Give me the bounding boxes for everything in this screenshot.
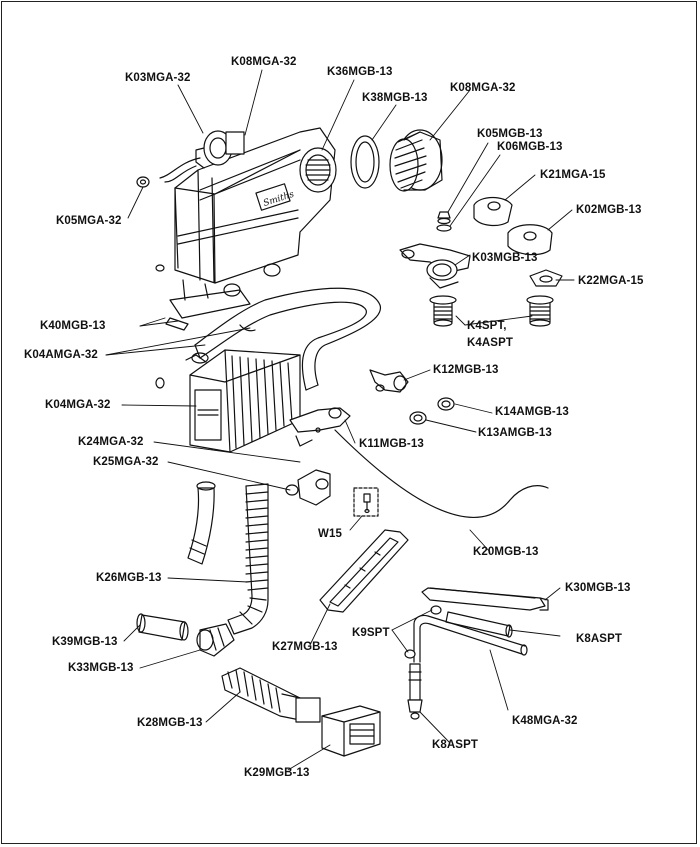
seal-ring-part [350,135,380,189]
label-k02mgb-13: K02MGB-13 [576,204,642,216]
hose-clip-part [404,605,442,659]
elbow-part [196,623,235,657]
screw-part [353,487,379,517]
label-k40mgb-13: K40MGB-13 [40,320,106,332]
label-k29mgb-13: K29MGB-13 [244,767,310,779]
label-k8aspt-b: K8ASPT [432,739,478,751]
valve-housing-part [399,243,471,289]
flexible-duct-part [227,483,269,635]
label-k08mga-32-a: K08MGA-32 [231,56,297,68]
label-k05mga-32: K05MGA-32 [56,215,122,227]
tube-part [445,611,513,638]
water-valve-part [285,469,331,506]
hose-tube-part [136,613,189,641]
thermostat-housing-part [507,224,553,256]
label-k03mga-32: K03MGA-32 [125,72,191,84]
vent-frame-part [319,529,409,613]
fan-wheel-part [389,129,443,192]
gasket-part [529,269,563,287]
bracket-part [165,317,189,331]
label-k06mgb-13: K06MGB-13 [497,141,563,153]
leader-lines [105,69,575,771]
label-k27mgb-13: K27MGB-13 [272,641,338,653]
label-k08mga-32-b: K08MGA-32 [450,82,516,94]
heater-hose-loop-part [194,287,381,391]
demister-duct-part [221,667,321,723]
label-k39mgb-13: K39MGB-13 [52,636,118,648]
label-k4aspt: K4ASPT [467,337,513,349]
thermostat-part [429,295,457,327]
label-k26mgb-13: K26MGB-13 [96,572,162,584]
label-k38mgb-13: K38MGB-13 [362,92,428,104]
outlet-box-part [321,705,381,757]
label-k28mgb-13: K28MGB-13 [137,717,203,729]
plug-part [437,397,455,411]
label-k20mgb-13: K20MGB-13 [473,546,539,558]
plug-part [409,411,427,425]
outlet-cover-part [473,196,513,227]
control-cable-part [334,429,549,519]
label-k9spt: K9SPT [352,627,390,639]
label-k22mga-15: K22MGA-15 [578,275,644,287]
label-k13amgb-13: K13AMGB-13 [478,427,552,439]
label-k14amgb-13: K14AMGB-13 [495,406,569,418]
label-k4spt: K4SPT, [467,320,507,332]
label-k8aspt-a: K8ASPT [576,633,622,645]
control-valve-part [369,369,409,393]
bolt-and-washer-part [436,211,452,232]
grommet-part [136,176,150,188]
heater-box-assembly: Smiths [155,127,337,319]
label-k36mgb-13: K36MGB-13 [327,66,393,78]
drain-tube-part [407,663,423,720]
label-k12mgb-13: K12MGB-13 [433,364,499,376]
label-k04mga-32: K04MGA-32 [45,399,111,411]
label-k24mga-32: K24MGA-32 [78,436,144,448]
hose-part [187,481,216,565]
label-k48mga-32: K48MGA-32 [512,715,578,727]
rod-part [421,587,549,611]
label-k03mgb-13: K03MGB-13 [472,252,538,264]
label-k05mgb-13: K05MGB-13 [477,128,543,140]
heater-matrix-part [155,349,301,453]
label-k11mgb-13: K11MGB-13 [359,438,424,450]
thermostat-part [526,295,554,327]
label-k33mgb-13: K33MGB-13 [68,662,134,674]
label-k21mga-15: K21MGA-15 [540,169,606,181]
label-w15: W15 [318,528,342,540]
label-k30mgb-13: K30MGB-13 [565,582,631,594]
label-k25mga-32: K25MGA-32 [93,456,159,468]
label-k04amga-32: K04AMGA-32 [24,349,98,361]
